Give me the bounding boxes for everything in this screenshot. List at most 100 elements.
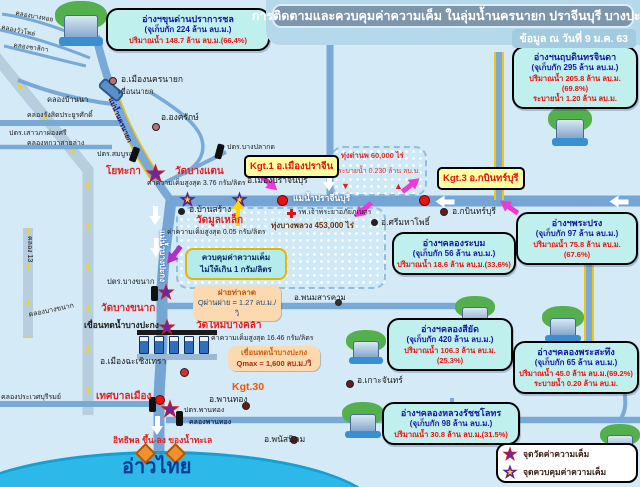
reservoir-name: อ่างฯนฤบดินทรจินดา [533, 52, 617, 62]
star-inner [159, 285, 173, 298]
dam-water [551, 138, 589, 146]
bang-pakong-river-label: แม่น้ำบางปะกง [158, 230, 167, 282]
star-inner [160, 320, 174, 333]
khlong-ban-na-label: คลองบ้านนา [47, 95, 89, 104]
khun-dan-dam-icon [55, 1, 107, 46]
legend-measure-label: จุดวัดค่าความเค็ม [523, 449, 590, 459]
barrage-base [137, 354, 217, 360]
control-line1: ควบคุมค่าความเค็ม [201, 253, 271, 262]
nayok-dam-label: เขื่อนนายก [118, 87, 154, 96]
bang-khanak-measure-star [157, 283, 175, 301]
upper-plain-label: ทุ่งต่านพ 60,000 ไร่ [341, 151, 404, 160]
khlong-13-label: คลอง 13 [26, 236, 33, 263]
reservoir-name: อ่างฯคลองพระสะทึง [537, 347, 615, 357]
ban-sang-town-dot [178, 208, 185, 215]
somboon-gate-label: ปตร.สมบูรณ์ [97, 151, 136, 158]
reservoir-capacity: (จุเก็บกัก 98 ล้าน ลบ.ม.) [409, 419, 493, 429]
phanat-nikhom-town-dot [290, 436, 298, 444]
upper-plain-release: ระบายน้ำ 0.230 ล้าน ลบ.ม. [338, 168, 421, 175]
khlong-wua-phlo-canal [0, 28, 91, 60]
header-panel: การติดตามและควบคุมค่าความเค็ม ในลุ่มน้ำน… [252, 0, 640, 48]
mueang-chachoengsao-label: อ.เมืองฉะเชิงเทรา [100, 356, 167, 366]
barrage-gate [169, 336, 179, 354]
left-road-dashes [0, 59, 90, 415]
barrage-roof [137, 330, 217, 335]
khlong-siyat-info-box: อ่างฯคลองสียัด (จุเก็บกัก 420 ล้าน ลบ.ม.… [387, 318, 513, 372]
nakhon-nayok-river [92, 35, 176, 205]
mueang-prachin-label: อ.เมืองปราจีนบุรี [247, 175, 308, 185]
thetsaban-measure-star [160, 399, 180, 419]
wat-mun-lek-value: ค่าความเค็มสูงสุด 0.05 กรัม/ลิตร [167, 229, 266, 236]
legend-control-star-icon [502, 464, 518, 480]
khlong-hok-wa-label: คลองหกวาสายล่าง [27, 140, 85, 147]
legend-measure-row: จุดวัดค่าความเค็ม [502, 446, 632, 462]
phanom-sarakham-label: อ.พนมสารคาม [294, 293, 346, 302]
phan-thong-town-dot [242, 402, 250, 410]
dam-wall [64, 15, 98, 41]
thetsaban-mueang-label: เทศบาลเมือง [96, 391, 152, 402]
bang-taen-control-star [179, 191, 196, 208]
reservoir-volume: ปริมาณน้ำ 30.8 ล้าน ลบ.ม.(31.5%) [394, 429, 508, 439]
thetsaban-gate-symbol [149, 397, 156, 412]
star-core [236, 196, 243, 203]
ko-chan-town-dot [346, 380, 354, 388]
hospital-cross-icon [287, 209, 296, 218]
naruebodindra-dam-icon [548, 106, 592, 146]
phan-thong-gate-label: ปตร.พานทอง [184, 407, 225, 414]
gulf-label: อ่าวไทย [122, 456, 192, 478]
reservoir-capacity: (จุเก็บกัก 295 ล้าน ลบ.ม.) [531, 63, 619, 73]
khun-dan-info-box: อ่างฯขุนด่านปราการชล (จุเก็บกัก 224 ล้าน… [106, 8, 270, 52]
barrage-gate [199, 336, 209, 354]
khlong-phan-thong-label: คลองพานทอง [189, 419, 232, 426]
wat-mai-bang-khla-label: วัดใหม่บางคล้า [196, 320, 262, 331]
wat-bang-khanak-label: วัดบางขนาก [101, 303, 156, 314]
tide-influence-note: อิทธิพล ขึ้น-ลง ของน้ำทะเล [113, 435, 213, 445]
legend-control-label: จุดควบคุมค่าความเค็ม [523, 467, 607, 477]
left-road [0, 53, 94, 415]
control-line2: ไม่ให้เกิน 1 กรัม/ลิตร [200, 265, 272, 274]
reservoir-name: อ่างฯคลองระบม [422, 238, 486, 248]
reservoir-capacity: (จุเก็บกัก 56 ล้าน ลบ.ม.) [412, 249, 496, 259]
khlong-prawet-label: คลองประเวศบุรีรมย์ [1, 394, 62, 401]
phra-prong-info-box: อ่างฯพระปรง (จุเก็บกัก 97 ล้าน ลบ.ม.) ปร… [516, 212, 638, 266]
khlong-chalika-canal [3, 44, 87, 68]
kgt30-station-label: Kgt.30 [232, 381, 265, 393]
kabin-buri-town-dot [440, 208, 448, 216]
kgt30-station-dot [155, 395, 165, 405]
dam-water [349, 357, 383, 364]
kgt1-station-dot [277, 195, 288, 206]
reservoir-volume: ปริมาณน้ำ 106.3 ล้าน ลบ.ม.(25.3%) [404, 345, 496, 366]
kgt1-station-box: Kgt.1 อ.เมืองปราจีน [244, 155, 340, 178]
flow-arrow-left [609, 196, 629, 209]
legend-measure-star-icon [502, 446, 518, 462]
star-core [506, 468, 514, 476]
flow-arrow-down [149, 206, 162, 226]
phan-thong-label: อ.พานทอง [209, 394, 248, 404]
wat-mun-lek-label: วัดมูลเหล็ก [196, 215, 244, 226]
bang-pakong-river-path [153, 200, 177, 458]
page-title: การติดตามและควบคุมค่าความเค็ม ในลุ่มน้ำน… [252, 4, 640, 28]
reservoir-volume: ปริมาณน้ำ 45.0 ล้าน ลบ.ม.(69.2%) [519, 368, 633, 378]
reservoir-release: ระบายน้ำ 0.20 ล้าน ลบ.ม. [533, 379, 618, 389]
reservoir-name: อ่างฯพระปรง [551, 218, 603, 228]
salinity-control-box: ควบคุมค่าความเค็ม ไม่ให้เกิน 1 กรัม/ลิตร [185, 248, 287, 280]
phan-thong-gate-symbol [176, 411, 183, 426]
weir-name: ฝายท่าลาด [217, 288, 257, 297]
reservoir-volume: ปริมาณน้ำ 205.8 ล้าน ลบ.ม.(69.8%) [529, 73, 621, 94]
ban-sang-label: อ.บ้านสร้าง [189, 204, 232, 214]
naruebodindra-info-box: อ่างฯนฤบดินทรจินดา (จุเก็บกัก 295 ล้าน ล… [512, 46, 638, 110]
reservoir-capacity: (จุเก็บกัก 97 ล้าน ลบ.ม.) [535, 229, 619, 239]
weir-name: เขื่อนทดน้ำบางปะกง [240, 348, 308, 357]
khlong-ban-na-canal [17, 78, 113, 106]
khlong-rangsit-canal [0, 120, 133, 133]
reservoir-release: ระบายน้ำ 1.20 ล้าน ลบ.ม. [532, 94, 617, 104]
reservoir-capacity: (จุเก็บกัก 224 ล้าน ลบ.ม.) [144, 25, 232, 35]
bang-khanak-gate-label: ปตร.บางขนาก [107, 277, 155, 286]
ongkharak-town-dot [152, 123, 160, 131]
bang-pakong-barrage-structure [137, 330, 217, 360]
upper-plain-area [331, 146, 427, 196]
si-maha-phot-town-dot [371, 219, 378, 226]
somboon-canal [149, 90, 205, 176]
flow-arrow-down [150, 238, 163, 258]
